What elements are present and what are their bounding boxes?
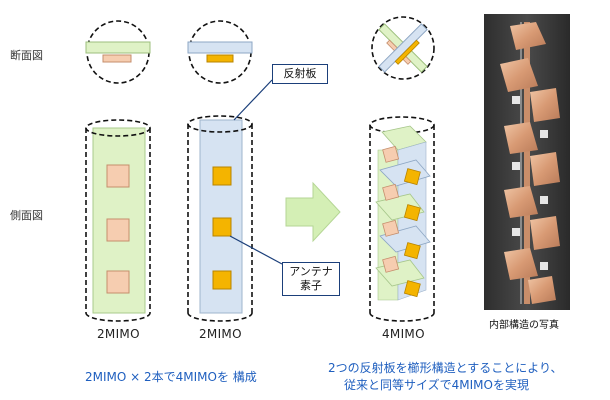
note-left: 2MIMO × 2本で4MIMOを 構成 [85,370,257,384]
side-view-label: 側面図 [10,209,43,222]
antenna-callout-line1: アンテナ [289,265,333,278]
cross-section-2mimo-b [187,20,253,84]
reflector-leader [233,79,273,121]
antenna-element-callout: アンテナ 素子 [282,262,340,296]
note-right-line1: 2つの反射板を櫛形構造とすることにより、 [328,361,563,375]
cylinder-4mimo [369,116,435,322]
cylinder-2mimo-blue [187,115,253,322]
cross-section-2mimo-a [85,20,151,84]
reflector-callout-text: 反射板 [283,67,317,80]
caption-col2: 2MIMO [199,327,242,341]
transform-arrow [285,181,341,243]
caption-col3: 4MIMO [382,327,425,341]
antenna-callout-line2: 素子 [300,279,322,292]
cross-section-4mimo [371,16,435,80]
caption-col1: 2MIMO [97,327,140,341]
antenna-leader [229,235,283,265]
note-right-line2: 従来と同等サイズで4MIMOを実現 [344,378,529,392]
reflector-callout: 反射板 [272,64,328,84]
photo-caption: 内部構造の写真 [489,320,559,331]
cylinder-2mimo-green [85,119,151,322]
cross-section-label: 断面図 [10,49,43,62]
internal-structure-photo [484,14,570,310]
